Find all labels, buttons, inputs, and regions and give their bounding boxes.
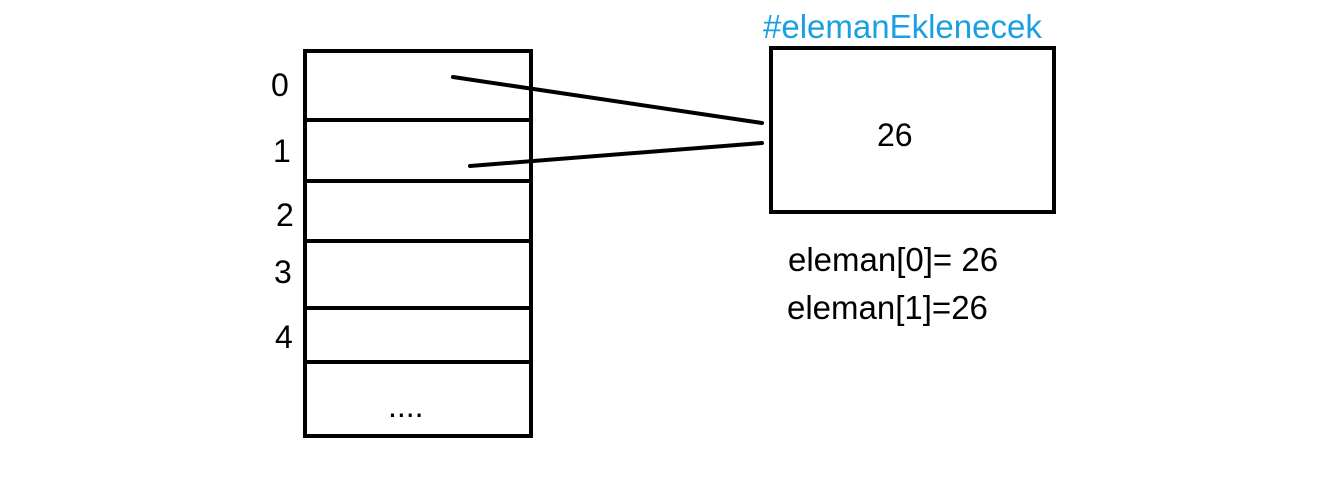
- index-label-0: 0: [271, 67, 289, 103]
- variable-name: #elemanEklenecek: [763, 8, 1042, 45]
- variable-value: 26: [877, 117, 913, 153]
- reference-line-1: [468, 141, 764, 168]
- index-label-1: 1: [273, 133, 291, 169]
- assignment-line-0: eleman[0]= 26: [788, 241, 999, 278]
- array-frame: [303, 49, 533, 438]
- index-label-3: 3: [274, 254, 292, 290]
- value-box: [769, 46, 1056, 214]
- index-label-4: 4: [275, 319, 293, 355]
- reference-line-0: [451, 75, 764, 125]
- array-ellipsis: ....: [388, 388, 424, 424]
- index-label-2: 2: [276, 197, 294, 233]
- assignment-line-1: eleman[1]=26: [787, 289, 988, 326]
